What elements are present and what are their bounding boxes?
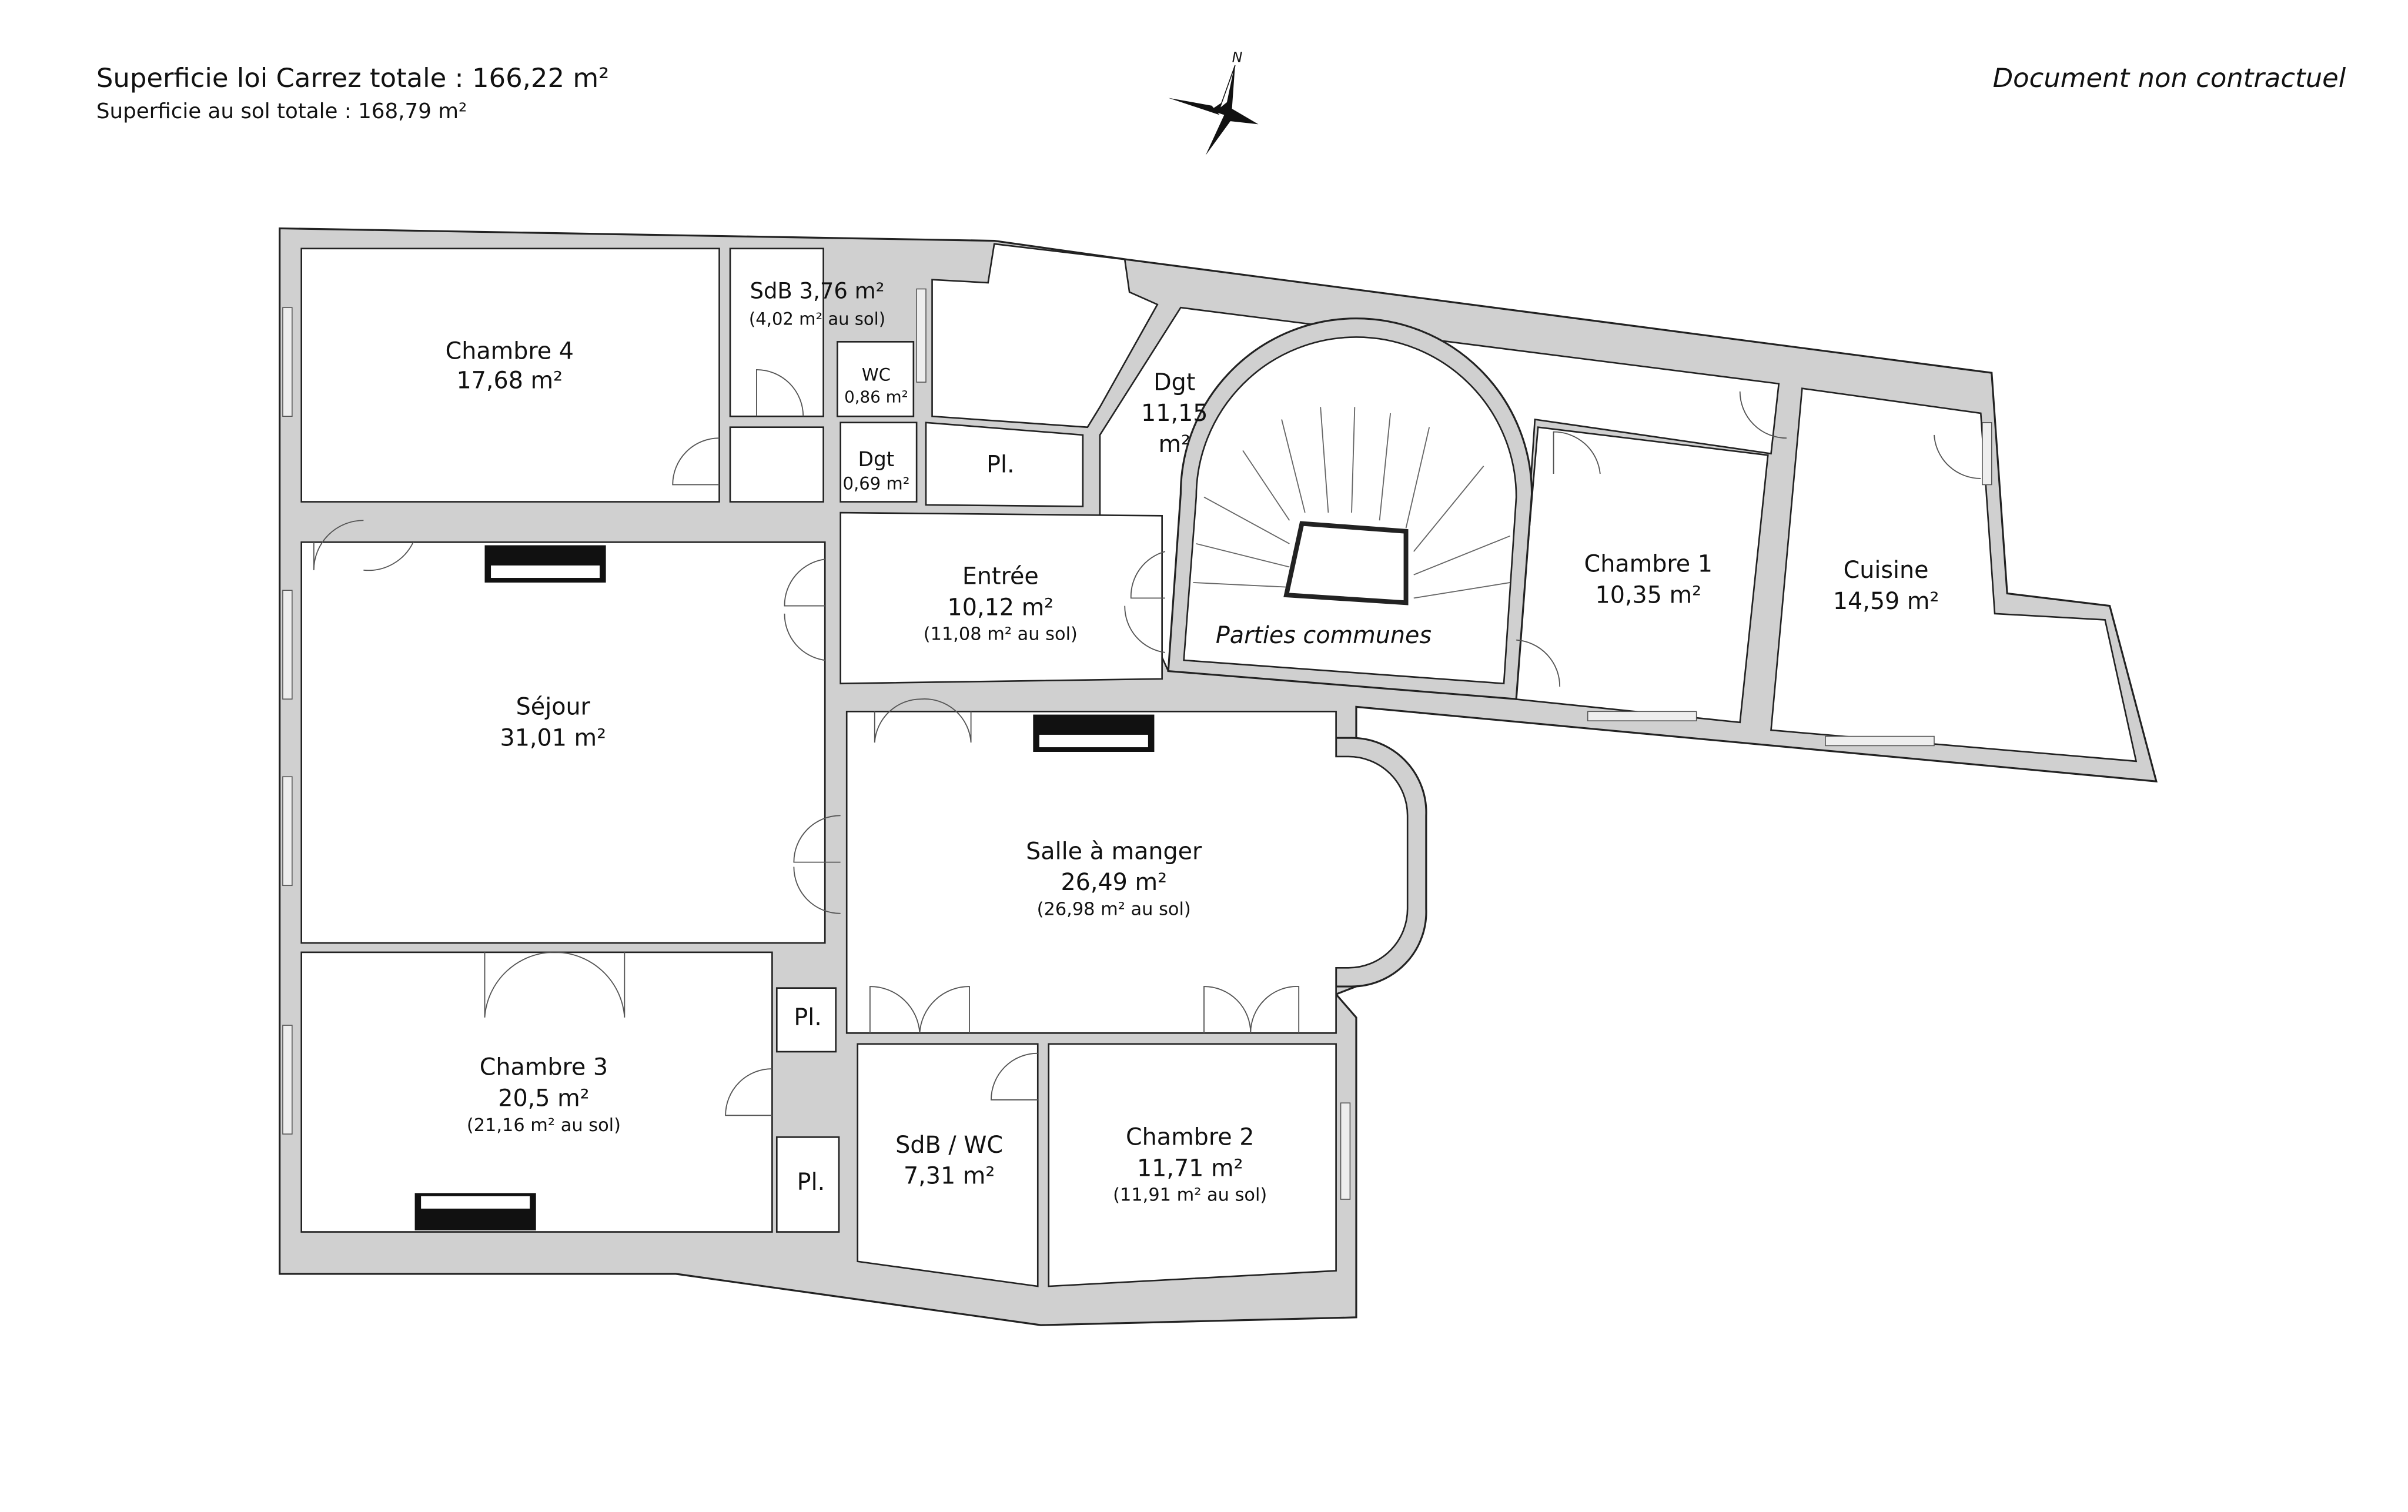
fireplace-icon [484,545,606,583]
label-placard-1: Pl. [986,451,1015,478]
disclaimer: Document non contractuel [1993,62,2346,93]
label-sdb: SdB 3,76 m² [750,278,884,303]
room-placard-3 [775,1136,840,1233]
carrez-total: Superficie loi Carrez totale : 166,22 m² [96,62,609,93]
label-dgt: Dgt [1153,369,1195,396]
area-dgt-small: 0,69 m² [842,473,909,493]
stairwell [1283,521,1409,606]
stair-steps [1193,407,1510,599]
room-sejour [300,541,826,944]
fireplace-icon [414,1193,536,1230]
sol-chambre-3: (21,16 m² au sol) [467,1115,621,1136]
label-chambre-2: Chambre 2 [1126,1124,1254,1151]
sol-sdb: (4,02 m² au sol) [749,309,885,329]
room-sdb-wc [857,1043,1039,1287]
label-placard-3: Pl. [797,1169,825,1196]
area-cuisine: 14,59 m² [1833,588,1939,615]
room-placard-2 [775,987,837,1053]
area-chambre-3: 20,5 m² [498,1085,589,1112]
room-salle-a-manger [845,710,1409,1034]
label-placard-2: Pl. [794,1004,821,1031]
sol-total: Superficie au sol totale : 168,79 m² [96,99,467,123]
sol-entree: (11,08 m² au sol) [924,624,1078,645]
label-entree: Entrée [962,563,1039,590]
label-salle-a-manger: Salle à manger [1026,838,1202,865]
staircase [1183,336,1517,685]
sol-salle-a-manger: (26,98 m² au sol) [1037,899,1191,919]
label-parties-communes: Parties communes [1216,622,1432,649]
area-salle-a-manger: 26,49 m² [1061,869,1167,896]
room-cuisine [1770,387,2138,762]
label-chambre-3: Chambre 3 [480,1054,608,1081]
area-wc: 0,86 m² [844,387,908,406]
room-placard-1 [925,422,1084,507]
room-chambre-4 [300,247,720,503]
fireplace-icon [1033,714,1155,752]
area-chambre-2: 11,71 m² [1137,1155,1243,1182]
room-entree [840,511,1163,685]
area-dgt-unit: m² [1159,431,1190,458]
label-sdb-wc: SdB / WC [895,1132,1003,1159]
area-chambre-4: 17,68 m² [457,367,563,394]
area-dgt: 11,15 [1141,400,1208,427]
label-chambre-4: Chambre 4 [446,337,574,364]
area-sejour: 31,01 m² [500,724,607,751]
room-wc [837,341,915,417]
room-dgt-small [840,422,918,503]
label-sejour: Séjour [516,694,591,721]
area-sdb-wc: 7,31 m² [904,1163,995,1190]
area-entree: 10,12 m² [948,594,1054,621]
sol-chambre-2: (11,91 m² au sol) [1113,1185,1267,1206]
area-chambre-1: 10,35 m² [1596,581,1702,608]
label-dgt-small: Dgt [858,448,895,471]
room-chambre-2 [1048,1043,1337,1287]
label-chambre-1: Chambre 1 [1584,550,1713,577]
room-cell [729,426,824,503]
room-chambre-3 [300,951,773,1233]
compass-icon: N [1168,49,1259,156]
room-sdb [729,247,824,417]
compass-north-label: N [1232,49,1243,66]
label-wc: WC [862,364,891,384]
label-cuisine: Cuisine [1844,557,1929,584]
windows [282,288,1992,1200]
doors [313,369,1981,1116]
courtyard [931,243,1159,429]
